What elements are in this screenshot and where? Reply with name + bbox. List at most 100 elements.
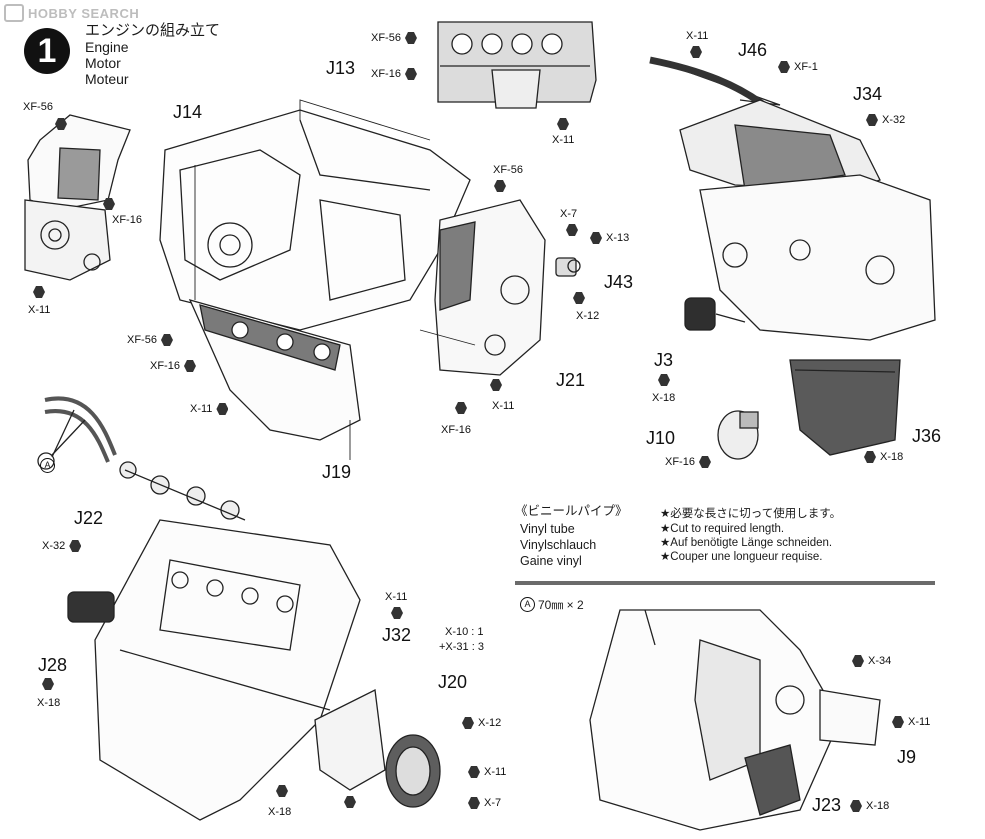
watermark-logo-icon bbox=[4, 4, 24, 22]
paint-xf56-crankcase: XF-56 bbox=[127, 334, 173, 346]
paint-code: X-18 bbox=[37, 697, 61, 709]
paint-hex-icon bbox=[892, 716, 904, 728]
paint-x32-j22: X-32 bbox=[42, 540, 82, 552]
left-engine-detail-drawing bbox=[24, 114, 131, 281]
part-j23-drawing bbox=[744, 744, 801, 816]
paint-code: X-11 bbox=[492, 400, 515, 412]
paint-marker-x11-j46 bbox=[690, 46, 702, 58]
paint-xf1: XF-1 bbox=[778, 61, 818, 73]
paint-x7-j20: X-7 bbox=[468, 797, 501, 809]
paint-code: X-11 bbox=[190, 403, 213, 415]
paint-marker-x7-bottom bbox=[344, 796, 356, 808]
paint-x18-j3: X-18 bbox=[652, 392, 675, 404]
paint-xf16-left: XF-16 bbox=[112, 214, 142, 226]
paint-x11-left: X-11 bbox=[28, 304, 50, 316]
label-j10: J10 bbox=[646, 428, 676, 448]
vinyl-tubes-drawing bbox=[37, 396, 117, 470]
paint-xf16-cover: XF-16 bbox=[371, 68, 417, 80]
paint-code: X-11 bbox=[484, 766, 507, 778]
paint-code: XF-56 bbox=[493, 164, 523, 176]
paint-code: X-18 bbox=[880, 451, 904, 463]
paint-x18-j36: X-18 bbox=[864, 451, 903, 463]
cylinder-cover-drawing bbox=[437, 21, 597, 109]
label-j22: J22 bbox=[74, 508, 104, 528]
paint-hex-icon bbox=[69, 540, 82, 552]
label-j14: J14 bbox=[173, 102, 203, 122]
part-j20-drawing bbox=[385, 734, 441, 808]
paint-hex-icon bbox=[590, 232, 602, 244]
label-j34: J34 bbox=[853, 84, 883, 104]
paint-marker-x11-j21 bbox=[490, 379, 502, 391]
watermark: HOBBY SEARCH bbox=[4, 4, 139, 22]
part-j43-drawing bbox=[555, 257, 581, 277]
paint-code: XF-56 bbox=[23, 101, 53, 113]
paint-hex-icon bbox=[42, 678, 54, 690]
vinyl-title-fr: Gaine vinyl bbox=[520, 554, 582, 568]
part-j10-drawing bbox=[717, 410, 759, 460]
step-title-en: Engine bbox=[85, 39, 129, 55]
paint-hex-icon bbox=[658, 374, 670, 386]
paint-code: X-11 bbox=[385, 591, 408, 603]
paint-hex-icon bbox=[698, 456, 711, 468]
label-j9: J9 bbox=[897, 747, 917, 767]
paint-code: X-7 bbox=[484, 797, 502, 809]
vinyl-note-de: ★Auf benötigte Länge schneiden. bbox=[660, 537, 833, 549]
paint-code: XF-16 bbox=[150, 360, 180, 372]
label-j3: J3 bbox=[654, 350, 674, 370]
paint-hex-icon bbox=[557, 118, 569, 130]
paint-hex-icon bbox=[216, 403, 229, 415]
paint-xf56-cover: XF-56 bbox=[371, 32, 417, 44]
paint-hex-icon bbox=[573, 292, 585, 304]
paint-mix-code: X-10 : 1 bbox=[445, 626, 484, 638]
engine-block-right-drawing bbox=[649, 56, 936, 341]
paint-mix-b: +X-31 : 3 bbox=[439, 641, 484, 653]
paint-hex-icon bbox=[455, 402, 467, 414]
paint-hex-icon bbox=[690, 46, 702, 58]
paint-code: X-32 bbox=[42, 540, 66, 552]
paint-code: X-18 bbox=[652, 392, 676, 404]
paint-marker-xf16-j21 bbox=[455, 402, 467, 414]
paint-code: X-13 bbox=[606, 232, 630, 244]
paint-x11-j32: X-11 bbox=[385, 591, 407, 603]
paint-marker-x7 bbox=[566, 224, 578, 236]
paint-code: X-7 bbox=[560, 208, 578, 220]
paint-marker-x11-j32 bbox=[391, 607, 403, 619]
paint-x11-j46: X-11 bbox=[686, 30, 708, 42]
section-divider bbox=[515, 581, 935, 585]
paint-x11-crankcase: X-11 bbox=[190, 403, 229, 415]
watermark-text: HOBBY SEARCH bbox=[28, 5, 140, 21]
paint-hex-icon bbox=[404, 32, 417, 44]
side-cover-j21-drawing bbox=[434, 199, 546, 376]
label-j19: J19 bbox=[322, 462, 352, 482]
paint-xf16-j21: XF-16 bbox=[441, 424, 471, 436]
marker-a-icon: A bbox=[520, 597, 535, 612]
paint-hex-icon bbox=[852, 655, 864, 667]
step-title-jp: エンジンの組み立て bbox=[85, 22, 221, 39]
paint-hex-icon bbox=[864, 451, 876, 463]
paint-xf56-left: XF-56 bbox=[23, 101, 53, 113]
paint-x18-j23: X-18 bbox=[850, 800, 889, 812]
paint-code: X-11 bbox=[686, 30, 709, 42]
vinyl-note-jp: ★必要な長さに切って使用します。 bbox=[660, 508, 842, 520]
paint-hex-icon bbox=[276, 785, 288, 797]
paint-marker-xf16-left bbox=[103, 198, 115, 210]
paint-hex-icon bbox=[462, 717, 474, 729]
paint-code: X-11 bbox=[28, 304, 51, 316]
paint-hex-icon bbox=[391, 607, 403, 619]
paint-hex-icon bbox=[183, 360, 196, 372]
paint-x11-j21: X-11 bbox=[492, 400, 514, 412]
label-j28: J28 bbox=[38, 655, 68, 675]
oil-pan-j36-drawing bbox=[789, 359, 901, 456]
part-j28-drawing bbox=[67, 591, 115, 623]
label-j20: J20 bbox=[438, 672, 468, 692]
paint-hex-icon bbox=[404, 68, 417, 80]
paint-code: XF-56 bbox=[371, 32, 401, 44]
label-j23: J23 bbox=[812, 795, 842, 815]
step-number-badge: 1 bbox=[24, 28, 70, 74]
paint-marker-xf56-j21 bbox=[494, 180, 506, 192]
paint-hex-icon bbox=[566, 224, 578, 236]
paint-x13: X-13 bbox=[590, 232, 629, 244]
paint-x11-j9: X-11 bbox=[892, 716, 930, 728]
